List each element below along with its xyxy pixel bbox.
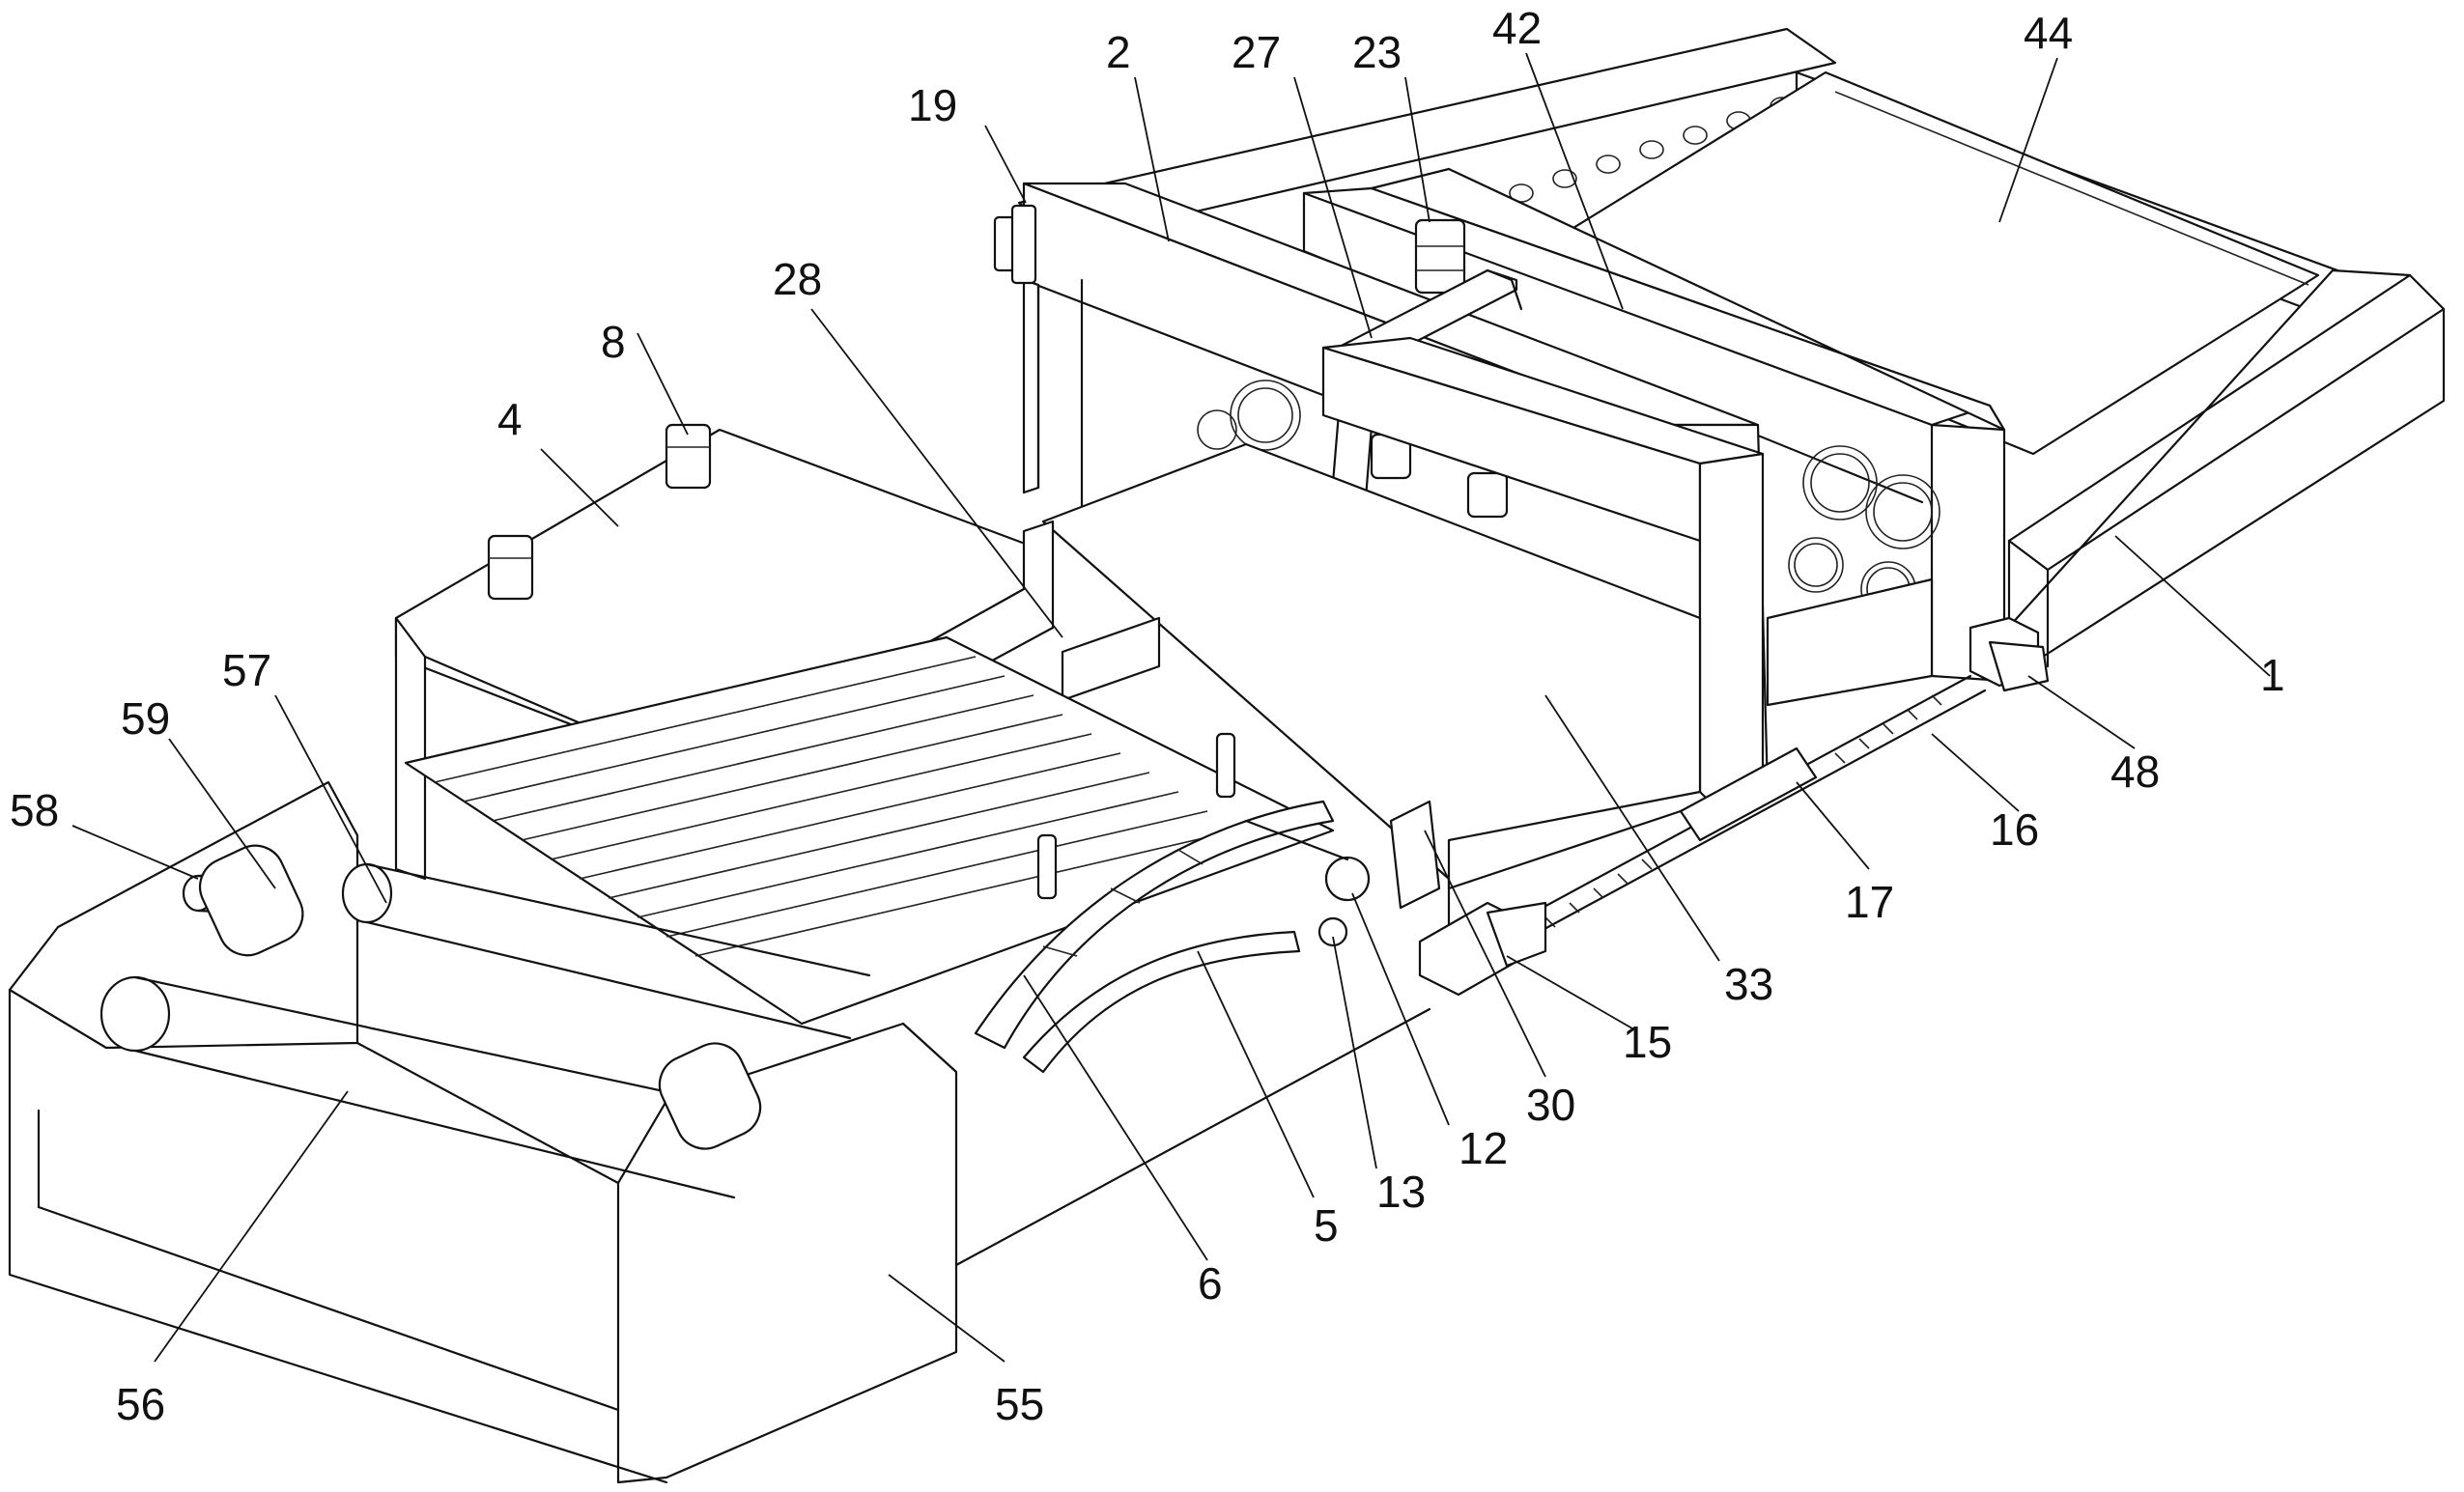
table-plate-33: [1041, 442, 1934, 968]
label-5: 5: [1314, 1200, 1339, 1251]
bracket-59: [199, 844, 304, 957]
label-6: 6: [1198, 1258, 1223, 1309]
label-27: 27: [1232, 27, 1281, 77]
curved-guide-6: [974, 800, 1335, 1050]
label-33: 33: [1724, 959, 1773, 1009]
label-23: 23: [1352, 27, 1402, 77]
label-58: 58: [10, 785, 59, 835]
rear-gantry-42: [1302, 167, 2006, 683]
bracket-59-right: [658, 1042, 762, 1150]
gear-left: [1197, 380, 1301, 451]
motor-19: [993, 204, 1037, 285]
roller-bed: [404, 635, 1335, 1026]
guide-5: [1022, 930, 1301, 1074]
motor-8: [665, 423, 712, 490]
leader-lines: [71, 52, 2271, 1363]
label-42: 42: [1492, 3, 1542, 53]
label-17: 17: [1845, 877, 1894, 927]
label-16: 16: [1990, 804, 2039, 855]
label-1: 1: [2260, 650, 2285, 700]
bearing-15: [1418, 901, 1547, 997]
roller-57: [341, 862, 871, 1040]
label-13: 13: [1376, 1167, 1426, 1217]
label-48: 48: [2110, 746, 2160, 797]
screw-sleeve-17: [1679, 746, 1818, 842]
label-12: 12: [1459, 1123, 1508, 1173]
label-15: 15: [1623, 1017, 1672, 1067]
center-gantry: [1321, 336, 1765, 803]
chute-28: [1061, 616, 1161, 702]
label-19: 19: [908, 80, 957, 130]
roller-56: [99, 975, 755, 1199]
label-57: 57: [222, 645, 271, 695]
posts-near-6: [1036, 732, 1236, 900]
label-28: 28: [773, 254, 822, 304]
roller-13: [1317, 916, 1348, 947]
label-2: 2: [1106, 27, 1131, 77]
label-56: 56: [116, 1379, 165, 1429]
label-8: 8: [601, 317, 626, 367]
label-4: 4: [497, 394, 523, 444]
motor-23: [1414, 218, 1466, 295]
part-labels: 1 2 4 5 6 8 12 13 15 16 17 19 23 27 28 3…: [10, 3, 2285, 1429]
side-plate-30: [1389, 800, 1441, 910]
roller-12: [1244, 819, 1371, 902]
motor-8-left: [487, 534, 534, 601]
rear-belt-plate-44: [1534, 70, 2320, 456]
label-44: 44: [2024, 8, 2073, 58]
label-59: 59: [121, 693, 170, 744]
label-55: 55: [995, 1379, 1044, 1429]
label-30: 30: [1526, 1080, 1575, 1130]
